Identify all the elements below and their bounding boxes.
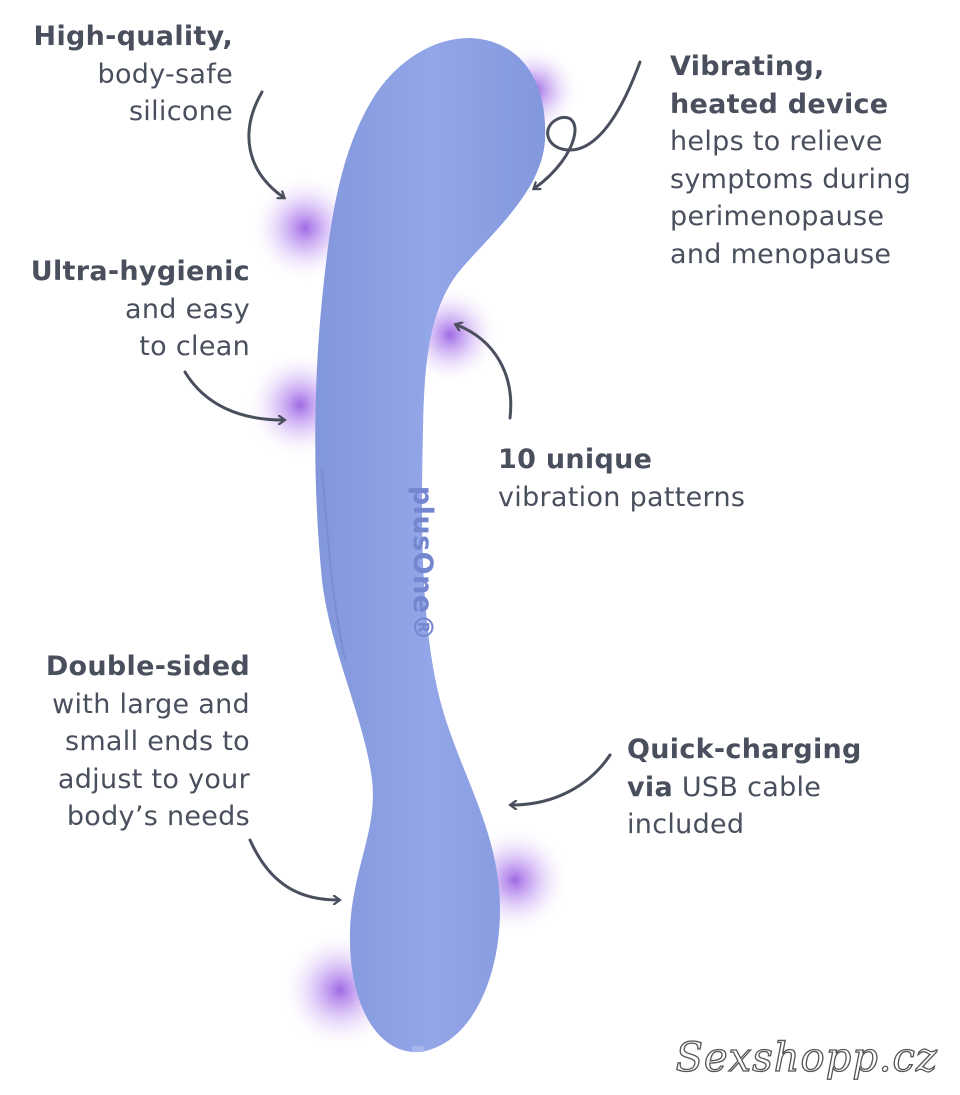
- feature-text: vibration patterns: [498, 481, 746, 513]
- arrow-silicone: [247, 90, 283, 197]
- feature-text: symptoms during: [670, 163, 912, 195]
- arrow-double: [248, 838, 338, 900]
- feature-double-sided: Double-sided with large and small ends t…: [46, 648, 250, 836]
- feature-text: adjust to your: [57, 763, 250, 795]
- feature-title: heated device: [670, 88, 889, 120]
- feature-text: perimenopause: [670, 201, 885, 232]
- feature-title: Quick-charging: [627, 734, 862, 765]
- feature-title: Double-sided: [45, 651, 250, 682]
- feature-text: included: [627, 809, 745, 840]
- arrow-patterns: [457, 325, 513, 420]
- feature-hygienic: Ultra-hygienic and easy to clean: [31, 253, 250, 366]
- feature-vibrating: Vibrating, heated device helps to reliev…: [670, 48, 911, 273]
- feature-text: with large and: [52, 688, 250, 720]
- feature-text: to clean: [139, 331, 250, 362]
- arrow-charging: [512, 753, 612, 805]
- feature-text: silicone: [128, 96, 233, 127]
- feature-title: via: [627, 771, 673, 803]
- device-body: [315, 38, 546, 1053]
- feature-patterns: 10 unique vibration patterns: [498, 441, 745, 516]
- feature-text: helps to relieve: [670, 126, 883, 157]
- watermark: Sexshopp.cz: [675, 1034, 938, 1081]
- feature-text: and menopause: [670, 238, 892, 270]
- arrows: [183, 60, 642, 900]
- arrow-vibrating: [535, 60, 642, 188]
- feature-text: body-safe: [97, 58, 233, 90]
- brand-logo: plusOne®: [407, 485, 439, 642]
- feature-text: body’s needs: [66, 801, 250, 832]
- feature-charging: Quick-charging via USB cable included: [627, 731, 862, 844]
- feature-text: small ends to: [64, 726, 250, 757]
- feature-title: Vibrating,: [670, 51, 825, 82]
- feature-text: USB cable: [672, 771, 822, 803]
- arrow-hygienic: [183, 370, 283, 420]
- feature-text: and easy: [125, 293, 250, 325]
- feature-title: 10 unique: [498, 444, 653, 475]
- feature-title: High-quality,: [33, 21, 233, 52]
- feature-title: Ultra-hygienic: [30, 256, 250, 287]
- feature-silicone: High-quality, body-safe silicone: [34, 18, 233, 131]
